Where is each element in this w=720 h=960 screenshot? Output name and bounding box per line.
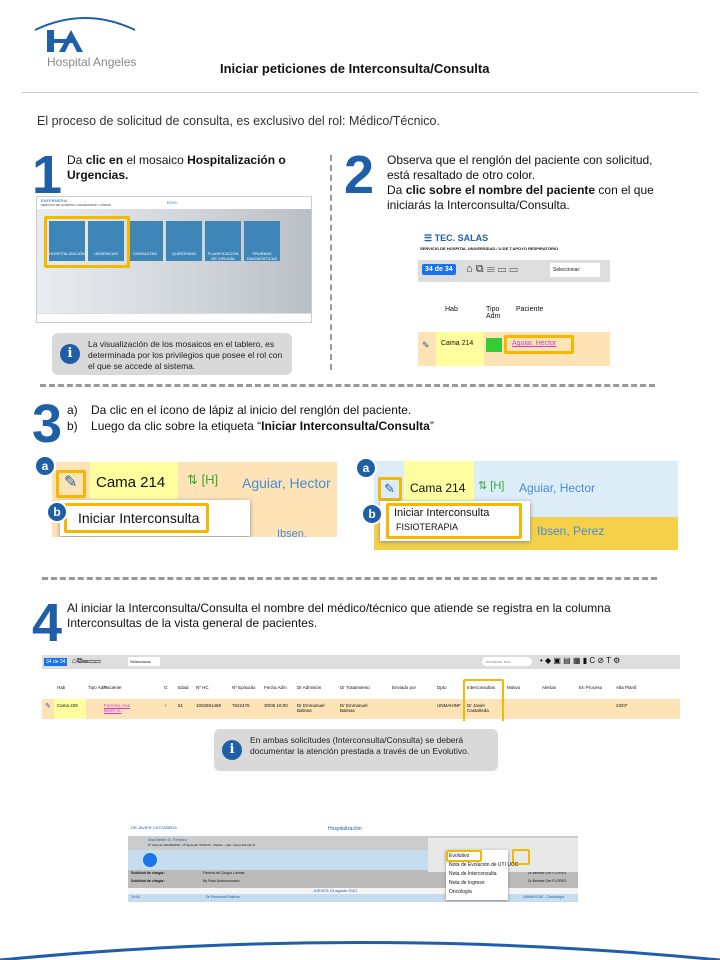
column-header[interactable]: Dpto xyxy=(437,685,447,690)
menu-item: Nota de Evolución de UTI UCC xyxy=(449,862,519,868)
table-cell: 7622476 xyxy=(232,703,250,708)
step-number-1: 1 xyxy=(32,145,63,205)
table-cell: UNMAHINF xyxy=(437,703,461,708)
column-header[interactable]: Nº Episodio xyxy=(232,685,256,690)
step-number-2: 2 xyxy=(344,145,375,205)
tile-consultas[interactable]: CONSULTAS xyxy=(127,221,163,261)
step-number-4: 4 xyxy=(32,593,63,653)
patient-detail-screenshot: DR JAVIER CASTAÑEDA Hospitalización Ana … xyxy=(128,822,578,902)
step3-item-b: b) Luego da clic sobre la etiqueta “Inic… xyxy=(67,419,434,433)
column-header[interactable]: Paciente xyxy=(104,685,122,690)
table-cell[interactable]: Ferreira, Ana Belén G. xyxy=(104,703,131,713)
logo-arc xyxy=(34,17,136,31)
fisioterapia-option[interactable]: FISIOTERAPIA xyxy=(396,522,459,532)
patient-list-screenshot: ☰ TEC. SALAS SERVICIO DE HOSPITAL UNIVER… xyxy=(418,228,610,368)
badge-b: b xyxy=(46,501,68,523)
tile-planificacion[interactable]: PLANIFICACIÓN DE CIRUGÍA xyxy=(205,221,241,261)
overview-screenshot: 34 de 34 ⌂⧉☰▭▭ Seleccionar Introducir te… xyxy=(42,655,680,721)
column-header[interactable]: Nº HC xyxy=(196,685,209,690)
info-icon: i xyxy=(222,740,242,760)
step3-image-1: ✎ Cama 214 ⇅ [H] Aguiar, Hector Iniciar … xyxy=(52,462,337,537)
tile-urgencias[interactable]: URGENCIAS xyxy=(88,221,124,261)
table-cell: 1002691458 xyxy=(196,703,222,708)
table-cell: Dr Emmanuel Balinas xyxy=(340,703,368,713)
table-cell: 23/07 xyxy=(616,703,628,708)
column-header[interactable]: Alertas xyxy=(542,685,557,690)
table-cell: ♀ xyxy=(164,703,168,708)
step1-text: Da clic en el mosaico Hospitalización o … xyxy=(67,153,286,182)
table-cell: 51 xyxy=(178,703,184,708)
table-cell: Dr Javier Castañeda xyxy=(467,703,489,713)
menu-item: Nota de Ingreso xyxy=(449,880,485,886)
badge-a: a xyxy=(34,455,56,477)
menu-item: Nota de Interconsulta xyxy=(449,871,497,877)
page-title: Iniciar peticiones de Interconsulta/Cons… xyxy=(220,61,490,76)
table-cell: Dr Emmanuel Balinas xyxy=(297,703,325,713)
step3-item-a: a) Da clic en el ícono de lápiz al inici… xyxy=(67,403,412,417)
badge-a-2: a xyxy=(355,457,377,479)
footer-arc xyxy=(0,941,720,960)
intro-text: El proceso de solicitud de consulta, es … xyxy=(37,114,440,128)
menu-item-evolutivo: Evolutivo xyxy=(449,853,470,859)
edit-pencil-icon[interactable]: ✎ xyxy=(422,340,430,350)
column-header[interactable]: Tipo Adm xyxy=(88,685,107,690)
column-header[interactable]: Fecha Adm xyxy=(264,685,287,690)
dashboard-screenshot: ENFERMERIA SERVICIO DE HOSPITAL UNIVERSI… xyxy=(36,196,312,323)
vertical-divider xyxy=(330,155,332,370)
column-header[interactable]: Edad xyxy=(178,685,189,690)
column-header[interactable]: Alta Planif. xyxy=(616,685,638,690)
tile-hospitalizacion[interactable]: HOSPITALIZACIÓN xyxy=(49,221,85,261)
table-cell: Cama 229 xyxy=(57,703,78,708)
menu-item: Oncología xyxy=(449,889,472,895)
step2-text: Observa que el renglón del paciente con … xyxy=(387,153,654,212)
patient-link[interactable]: Aguiar, Hector xyxy=(512,340,557,347)
logo-text: Hospital Angeles xyxy=(47,55,137,69)
step3-image-2: ✎ Cama 214 ⇅ [H] Aguiar, Hector Iniciar … xyxy=(374,461,678,550)
step4-text: Al iniciar la Interconsulta/Consulta el … xyxy=(67,601,611,630)
step-number-3: 3 xyxy=(32,394,63,454)
column-header[interactable]: Enviado por xyxy=(392,685,417,690)
hospital-logo-icon xyxy=(47,30,83,52)
badge-b-2: b xyxy=(361,503,383,525)
column-header[interactable]: Dr Admisión xyxy=(297,685,322,690)
divider xyxy=(42,577,657,580)
iniciar-interconsulta-menu-item[interactable]: Iniciar Interconsulta xyxy=(78,510,200,526)
table-cell: 30/06 16:00 xyxy=(264,703,288,708)
tile-quirofano[interactable]: QUIRÓFANO xyxy=(166,221,202,261)
column-header[interactable]: En Proceso xyxy=(579,685,603,690)
edit-pencil-icon[interactable]: ✎ xyxy=(384,481,395,496)
divider xyxy=(40,384,655,387)
edit-pencil-icon[interactable]: ✎ xyxy=(64,474,78,491)
column-header[interactable]: G xyxy=(164,685,168,690)
column-header[interactable]: Motivo xyxy=(507,685,521,690)
header-divider xyxy=(22,92,698,93)
tile-pruebas[interactable]: PRUEBAS DIAGNÓSTICAS xyxy=(244,221,280,261)
column-header[interactable]: Dr Tratamiento xyxy=(340,685,370,690)
iniciar-interconsulta-menu-item-2[interactable]: Iniciar Interconsulta xyxy=(394,507,490,519)
column-header[interactable]: Interconsultas xyxy=(467,685,496,690)
info-icon: i xyxy=(60,344,80,364)
column-header[interactable]: Hab xyxy=(57,685,66,690)
